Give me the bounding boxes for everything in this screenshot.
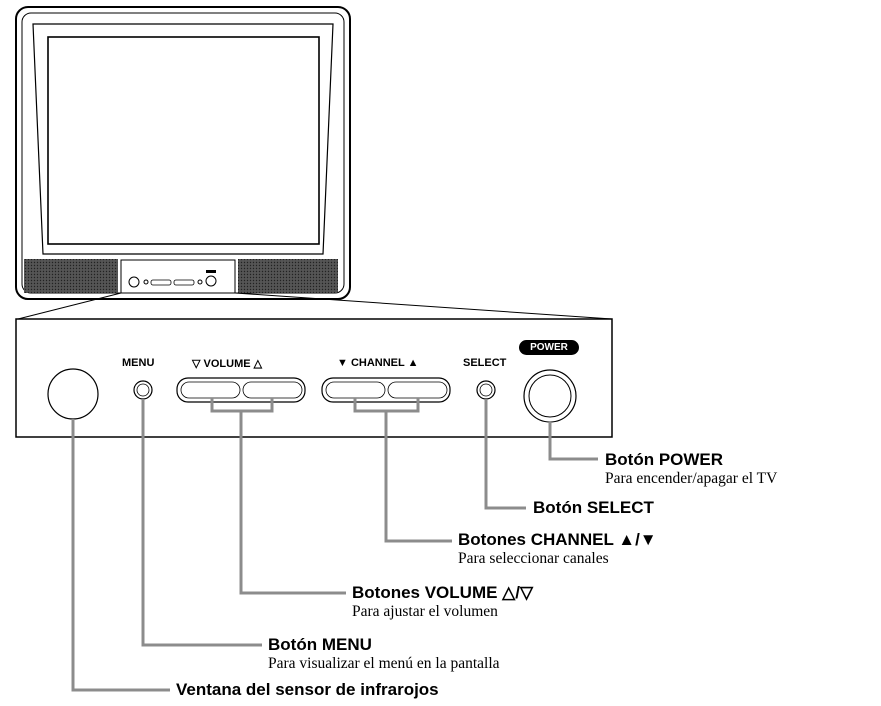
channel-buttons-drawing	[321, 377, 451, 403]
zoom-lines	[17, 292, 613, 320]
power-button-drawing	[523, 369, 577, 423]
select-panel-label: SELECT	[463, 357, 507, 369]
menu-button-drawing	[133, 380, 153, 400]
volume-panel-label: ▽ VOLUME △	[192, 358, 263, 370]
leader-lines	[71, 398, 598, 692]
enlarged-control-panel	[15, 318, 613, 438]
power-callout-title: Botón POWER	[605, 450, 724, 469]
channel-callout-title: Botones CHANNEL ▲/▼	[458, 530, 657, 549]
volume-callout-title: Botones VOLUME △/▽	[352, 583, 534, 602]
speaker-grille-left	[24, 259, 118, 293]
tv-screen	[32, 23, 334, 255]
tv-mini-panel	[120, 259, 236, 294]
speaker-grille-right	[238, 259, 338, 293]
select-button-drawing	[476, 380, 496, 400]
channel-panel-label: ▼ CHANNEL ▲	[337, 357, 419, 369]
menu-callout-desc: Para visualizar el menú en la pantalla	[268, 655, 500, 672]
ir-sensor-window	[47, 368, 99, 420]
power-callout-desc: Para encender/apagar el TV	[605, 470, 778, 487]
power-panel-label: POWER	[519, 340, 579, 355]
select-callout-title: Botón SELECT	[533, 498, 654, 517]
volume-callout-desc: Para ajustar el volumen	[352, 603, 498, 620]
sensor-callout-title: Ventana del sensor de infrarojos	[176, 680, 439, 699]
volume-buttons-drawing	[176, 377, 306, 403]
menu-panel-label: MENU	[122, 357, 155, 369]
channel-callout-desc: Para seleccionar canales	[458, 550, 609, 567]
menu-callout-title: Botón MENU	[268, 635, 372, 654]
